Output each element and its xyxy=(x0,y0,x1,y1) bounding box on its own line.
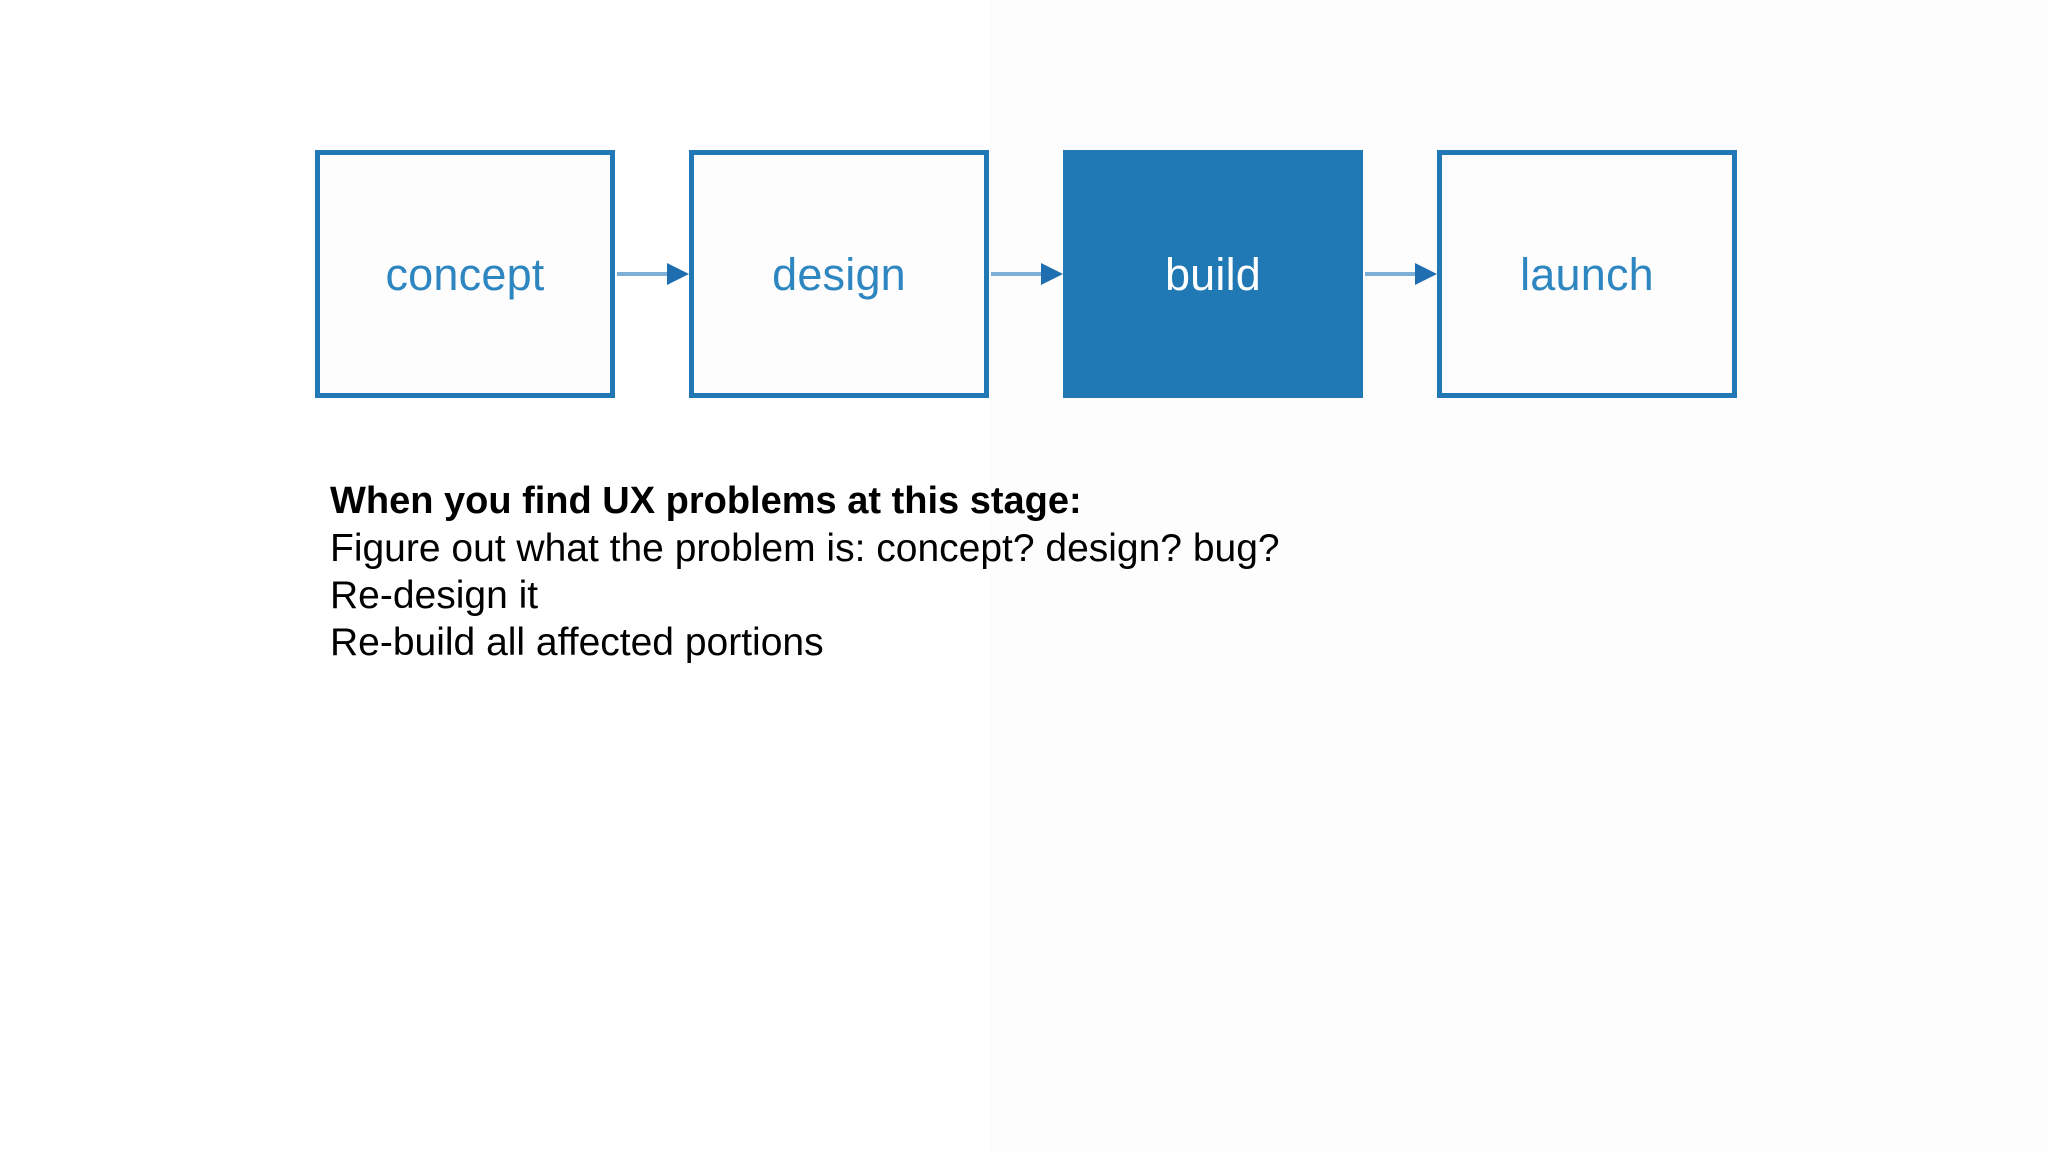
stage-box-launch[interactable]: launch xyxy=(1437,150,1737,398)
arrow-shaft xyxy=(617,272,671,276)
arrow-right-icon xyxy=(1415,263,1437,285)
connector-design-to-build xyxy=(991,263,1063,285)
connector-concept-to-design xyxy=(617,263,689,285)
stage-label-launch: launch xyxy=(1520,248,1654,300)
body-line-1: Figure out what the problem is: concept?… xyxy=(330,527,1280,570)
connector-build-to-launch xyxy=(1365,263,1437,285)
arrow-right-icon xyxy=(667,263,689,285)
stage-label-design: design xyxy=(772,248,906,300)
product-process-flow: concept design build launch xyxy=(315,150,1739,398)
body-heading: When you find UX problems at this stage: xyxy=(330,480,1082,522)
stage-label-concept: concept xyxy=(385,248,545,300)
stage-box-design[interactable]: design xyxy=(689,150,989,398)
stage-box-concept[interactable]: concept xyxy=(315,150,615,398)
body-text-block: When you find UX problems at this stage:… xyxy=(330,478,1530,666)
arrow-shaft xyxy=(1365,272,1419,276)
body-line-3: Re-build all affected portions xyxy=(330,621,824,664)
stage-label-build: build xyxy=(1164,248,1262,300)
body-line-2: Re-design it xyxy=(330,574,539,617)
arrow-right-icon xyxy=(1041,263,1063,285)
arrow-shaft xyxy=(991,272,1045,276)
stage-box-build[interactable]: build xyxy=(1063,150,1363,398)
